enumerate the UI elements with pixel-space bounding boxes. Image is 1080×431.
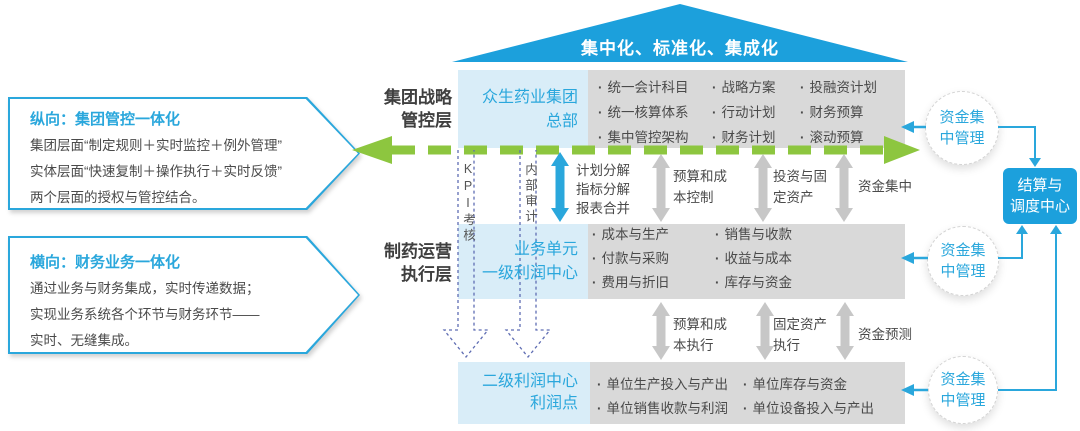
box-group-headquarters: 众生药业集团 总部 [458,70,588,148]
bullet-item: 库存与资金 [715,271,793,295]
callout-title: 横向：财务业务一体化 [30,254,181,271]
callout-background [10,99,358,208]
layer-label-line: 集团战略 [384,88,452,107]
plan-arrow-line: 报表合并 [576,201,630,216]
settlement-dispatch-center-box: 结算与 调度中心 [1003,168,1077,224]
fund-circle-line: 资金集 [940,242,986,259]
callout-line: 两个层面的授权与管控结合。 [30,190,206,205]
bullet-column: 单位生产投入与产出 单位销售收款与利润 [597,373,729,421]
bullet-item: 战略方案 [712,75,776,100]
fund-circle-line: 中管理 [940,392,986,409]
bullet-column: 成本与生产 付款与采购 费用与折旧 [592,223,670,295]
center-box-line: 调度中心 [1009,198,1070,215]
bullet-column: 销售与收款 收益与成本 库存与资金 [715,223,793,295]
bullet-column: 统一会计科目 统一核算体系 集中管控架构 [598,75,689,150]
fund-management-circle-1: 资金集 中管理 [925,91,999,165]
box-title-line: 总部 [545,113,578,130]
plan-arrow-labels: 计划分解 指标分解 报表合并 [576,161,630,218]
box-title-line: 二级利润中心 [481,373,578,390]
bullet-item: 单位销售收款与利润 [597,397,729,421]
roof-title: 集中化、标准化、集成化 [581,39,779,58]
callout-horizontal-integration: 横向：财务业务一体化 通过业务与财务集成，实时传递数据； 实现业务系统各个环节与… [8,236,360,354]
fund-circle-line: 资金集 [939,109,985,126]
layer-label-operation: 制药运营 执行层 [330,240,452,286]
layer-label-line: 执行层 [401,265,452,284]
callout-line: 实现业务系统各个环节与财务环节—— [30,307,260,322]
center-box-line: 结算与 [1017,177,1063,194]
bullet-item: 单位库存与资金 [743,373,874,397]
fund-circle-line: 资金集 [940,371,986,388]
connector-label-budget-cost-execution: 预算和成本执行 [673,317,727,353]
bullet-item: 统一核算体系 [598,100,689,125]
callout-line: 集团层面“制定规则＋实时监控＋例外管理” [30,138,282,153]
fund-circle-line: 中管理 [940,263,986,280]
bullet-item: 集中管控架构 [598,125,689,150]
bullet-column: 单位库存与资金 单位设备投入与产出 [743,373,875,421]
bullet-item: 行动计划 [712,100,776,125]
bullet-item: 付款与采购 [592,247,670,271]
bullet-item: 统一会计科目 [598,75,689,100]
bullet-column: 战略方案 行动计划 财务计划 [712,75,776,150]
bullet-item: 费用与折旧 [592,271,670,295]
bullet-item: 成本与生产 [592,223,670,247]
connector-label-fund-concentration: 资金集中 [858,179,912,194]
box-title-line: 一级利润中心 [481,265,578,282]
callout-title: 纵向：集团管控一体化 [30,111,181,128]
connector-label-fund-forecast: 资金预测 [858,327,912,342]
callout-background [10,238,358,352]
bullet-item: 滚动预算 [800,125,877,150]
bullet-item: 财务预算 [800,100,877,125]
bullet-column: 投融资计划 财务预算 滚动预算 [800,75,878,150]
bullet-item: 销售与收款 [715,223,793,247]
bullet-item: 单位生产投入与产出 [597,373,729,397]
connector-label-fixed-asset-execution: 固定资产执行 [773,317,827,353]
settlement-connectors [998,126,1062,391]
bullet-item: 投融资计划 [800,75,878,100]
plan-arrow-line: 计划分解 [576,163,630,178]
fund-left-arrows [901,121,928,396]
layer-label-line: 制药运营 [384,242,452,261]
layer-label-strategy: 集团战略 管控层 [330,86,452,132]
plan-double-arrow [551,152,569,222]
bullet-item: 单位设备投入与产出 [743,397,875,421]
connector-label-investment-fixed-assets: 投资与固定资产 [773,169,827,205]
fund-management-circle-2: 资金集 中管理 [927,226,999,296]
callout-line: 实体层面“快速复制＋操作执行＋实时反馈” [30,164,282,179]
kpi-assessment-label: KPI考核 [461,162,475,244]
roof-triangle: 集中化、标准化、集成化 [452,4,908,62]
internal-audit-label: 内部审计 [523,163,537,225]
plan-arrow-line: 指标分解 [576,182,630,197]
box-title-line: 利润点 [529,395,578,412]
callout-line: 通过业务与财务集成，实时传递数据； [30,281,260,296]
box-second-level-profit-center: 二级利润中心 利润点 [458,362,590,424]
layer-label-line: 管控层 [401,111,452,130]
callout-line: 实时、无缝集成。 [30,333,138,348]
fund-circle-line: 中管理 [939,130,985,147]
callout-vertical-integration: 纵向：集团管控一体化 集团层面“制定规则＋实时监控＋例外管理” 实体层面“快速复… [8,97,360,210]
bullet-item: 财务计划 [712,125,776,150]
bullet-item: 收益与成本 [715,247,793,271]
connector-label-budget-cost-control: 预算和成本控制 [673,169,727,205]
fund-management-circle-3: 资金集 中管理 [928,356,998,424]
box-title-line: 众生药业集团 [481,89,578,106]
